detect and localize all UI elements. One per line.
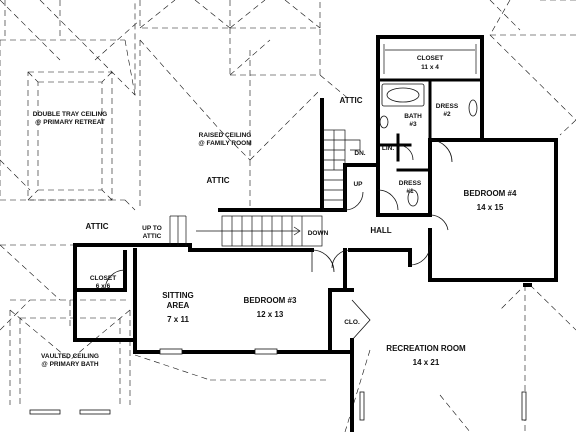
attic-left-label: ATTIC bbox=[86, 222, 109, 231]
vaulted-line2: @ PRIMARY BATH bbox=[41, 361, 98, 368]
hall-label: HALL bbox=[370, 226, 391, 235]
stairs bbox=[169, 129, 361, 247]
sitting-area-line2: AREA bbox=[167, 301, 190, 310]
closet-left-size: 6 x 6 bbox=[96, 283, 111, 290]
bedroom3-size: 12 x 13 bbox=[257, 310, 284, 319]
sitting-area-size: 7 x 11 bbox=[167, 315, 189, 324]
dress2-name: DRESS bbox=[436, 103, 459, 110]
raised-ceiling-line2: @ FAMILY ROOM bbox=[198, 140, 251, 147]
bath3-name: BATH bbox=[404, 113, 422, 120]
vaulted-line1: VAULTED CEILING bbox=[41, 353, 99, 360]
bedroom4-name: BEDROOM #4 bbox=[464, 189, 517, 198]
closet-top-size: 11 x 4 bbox=[421, 64, 439, 71]
double-tray-line2: @ PRIMARY RETREAT bbox=[35, 119, 105, 126]
attic-right-label: ATTIC bbox=[340, 96, 363, 105]
raised-ceiling-line1: RAISED CEILING bbox=[199, 132, 252, 139]
stair-down-label: DN. bbox=[354, 150, 365, 157]
bedroom4-size: 14 x 15 bbox=[477, 203, 504, 212]
linen-label: LIN. bbox=[382, 145, 394, 152]
up-to-attic-line2: ATTIC bbox=[143, 233, 162, 240]
sitting-area-line1: SITTING bbox=[162, 291, 194, 300]
up-to-attic-line1: UP TO bbox=[142, 225, 162, 232]
recreation-room-size: 14 x 21 bbox=[413, 358, 440, 367]
dress1-name: DRESS bbox=[399, 180, 422, 187]
dress1-num: #1 bbox=[406, 188, 414, 195]
room-labels: CLOSET 11 x 4 ATTIC DRESS #2 BATH #3 LIN… bbox=[33, 55, 517, 368]
fixtures bbox=[379, 44, 478, 207]
closet-top-name: CLOSET bbox=[417, 55, 443, 62]
clo-label: CLO. bbox=[344, 319, 360, 326]
stair-down-main-label: DOWN bbox=[308, 230, 329, 237]
attic-center-label: ATTIC bbox=[207, 176, 230, 185]
recreation-room-name: RECREATION ROOM bbox=[386, 344, 466, 353]
closet-left-name: CLOSET bbox=[90, 275, 116, 282]
double-tray-line1: DOUBLE TRAY CEILING bbox=[33, 111, 107, 118]
bath3-num: #3 bbox=[409, 121, 417, 128]
bedroom3-name: BEDROOM #3 bbox=[244, 296, 297, 305]
stair-up-label: UP bbox=[353, 181, 363, 188]
doors bbox=[29, 139, 527, 421]
dress2-num: #2 bbox=[443, 111, 451, 118]
